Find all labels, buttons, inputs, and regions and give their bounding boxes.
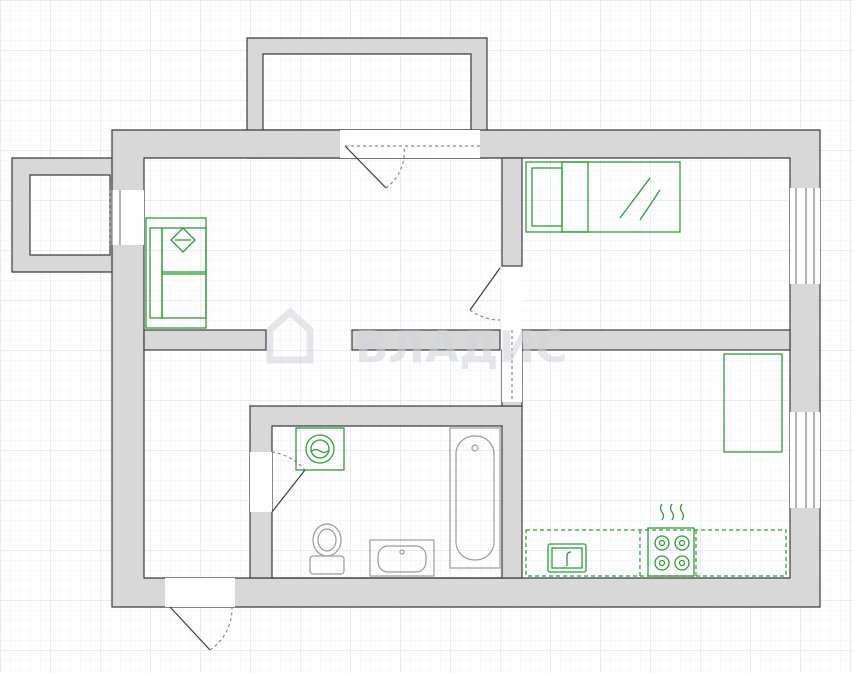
sink-icon — [369, 539, 435, 577]
door-swing-icon — [109, 145, 513, 651]
toilet-icon — [309, 523, 345, 575]
table-icon — [723, 353, 783, 453]
sofa-icon — [145, 217, 207, 329]
washing-machine-icon — [295, 427, 345, 471]
kitchen-sink-icon — [547, 543, 587, 573]
bed-icon — [525, 161, 681, 233]
watermark-logo: ВЛАДИС — [266, 307, 567, 373]
bathtub-icon — [449, 427, 501, 569]
window-icon — [111, 188, 815, 508]
watermark-text: ВЛАДИС — [355, 322, 567, 373]
stove-icon — [647, 503, 695, 577]
openings — [112, 130, 820, 607]
